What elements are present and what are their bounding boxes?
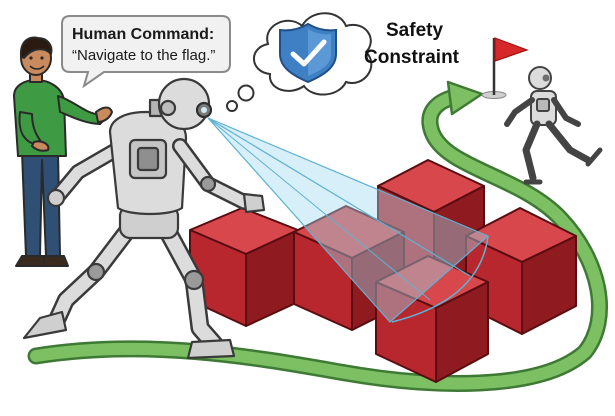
safety-label-line2: Constraint: [364, 47, 460, 68]
vision-cone: [207, 117, 490, 323]
speech-bubble-title: Human Command:: [72, 26, 214, 43]
navigation-path: [27, 80, 608, 392]
speech-bubble-shape: [61, 15, 231, 89]
human-figure: [13, 36, 113, 267]
speech-bubble-command: “Navigate to the flag.”: [72, 47, 215, 64]
robot-small: [504, 66, 603, 185]
obstacle-boxes: [189, 159, 577, 383]
safety-label-line1: Safety: [386, 20, 443, 41]
shield-check-icon: [279, 22, 337, 84]
obstacle-box: [465, 207, 577, 335]
path-arrow-fill: [30, 90, 606, 390]
safety-constraint-label: Safety Constraint: [364, 20, 460, 68]
robot-main: [22, 77, 266, 360]
goal-flag-icon: [481, 37, 529, 99]
speech-bubble: Human Command: “Navigate to the flag.”: [61, 15, 231, 89]
path-arrow-head: [446, 80, 484, 116]
obstacle-box: [375, 255, 489, 383]
